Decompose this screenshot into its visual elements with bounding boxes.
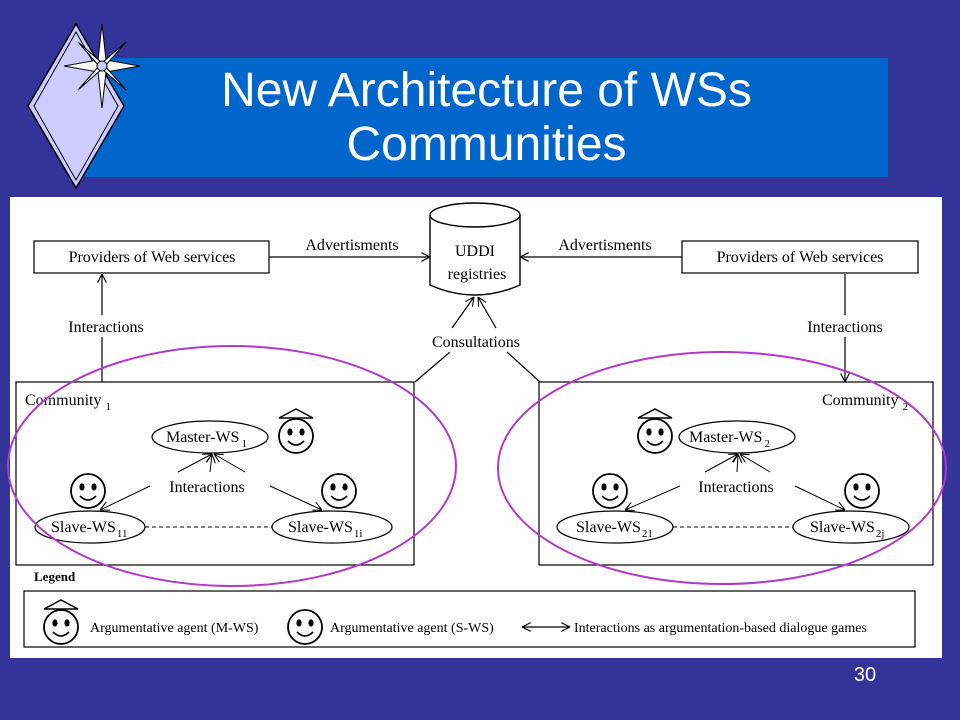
community-1-interactions-label: Interactions — [169, 479, 245, 496]
s-ws-agent-icon — [321, 473, 357, 509]
community-2-interactions-label: Interactions — [698, 479, 774, 496]
community-1-box — [15, 381, 415, 566]
master-hat-icon — [278, 408, 314, 419]
slave-ws-1i-label: Slave-WS — [288, 519, 353, 536]
svg-text:Master-WS1: Master-WS1 — [166, 429, 247, 450]
community-1-highlight-ellipse — [7, 345, 457, 587]
slide-title: New Architecture of WSs Communities — [85, 58, 888, 177]
s-ws-agent-icon — [287, 609, 323, 645]
legend-mws-label: Argumentative agent (M-WS) — [90, 621, 259, 636]
svg-text:Slave-WS11: Slave-WS11 — [51, 519, 127, 540]
page-number: 30 — [853, 664, 877, 686]
community-1-label: Community — [25, 392, 101, 409]
community-2-highlight-ellipse — [497, 351, 947, 585]
s-ws-agent-icon — [844, 473, 880, 509]
master-ws-2-node — [678, 420, 796, 454]
consultations-arrow-right — [478, 297, 497, 329]
legend-arrow-label: Interactions as argumentation-based dial… — [574, 621, 867, 636]
legend-box — [23, 590, 916, 648]
legend-sws-label: Argumentative agent (S-WS) — [330, 621, 494, 636]
registries-label: registries — [448, 266, 507, 283]
slide-title-line-1: New Architecture of WSs — [221, 63, 752, 117]
slide-title-line-2: Communities — [346, 117, 627, 171]
legend-title: Legend — [34, 569, 76, 584]
interactions-left-label: Interactions — [68, 319, 144, 336]
master-hat-icon — [637, 408, 673, 419]
uddi-label: UDDI — [455, 243, 495, 260]
s-ws-agent-icon — [70, 473, 106, 509]
providers-right-label: Providers of Web services — [717, 249, 884, 266]
consultations-label: Consultations — [432, 334, 520, 351]
m-ws-agent-icon — [637, 418, 673, 454]
providers-left-label: Providers of Web services — [69, 249, 236, 266]
consultations-arrow-left — [451, 297, 474, 329]
slave-ws-11-label: Slave-WS — [51, 519, 116, 536]
master-ws-2-label: Master-WS — [689, 429, 762, 446]
svg-text:Master-WS2: Master-WS2 — [689, 429, 770, 450]
m-ws-agent-icon — [43, 609, 79, 645]
advertisments-right-label: Advertisments — [558, 237, 651, 254]
title-bar — [85, 58, 888, 177]
community-2-box — [538, 381, 934, 566]
svg-text:Slave-WS21: Slave-WS21 — [576, 519, 653, 540]
m-ws-agent-icon — [278, 418, 314, 454]
community-2-label: Community — [822, 392, 898, 409]
interactions-right-label: Interactions — [807, 319, 883, 336]
master-hat-icon — [43, 599, 79, 610]
advertisments-left-label: Advertisments — [305, 237, 398, 254]
slave-ws-2j-label: Slave-WS — [810, 519, 875, 536]
slave-ws-21-label: Slave-WS — [576, 519, 641, 536]
svg-text:Slave-WS1i: Slave-WS1i — [288, 519, 362, 540]
master-ws-1-label: Master-WS — [166, 429, 239, 446]
svg-text:Slave-WS2j: Slave-WS2j — [810, 519, 884, 540]
star-diamond-logo — [27, 22, 141, 190]
master-ws-1-node — [151, 420, 269, 454]
uddi-registries-cylinder — [429, 202, 521, 296]
s-ws-agent-icon — [592, 473, 628, 509]
